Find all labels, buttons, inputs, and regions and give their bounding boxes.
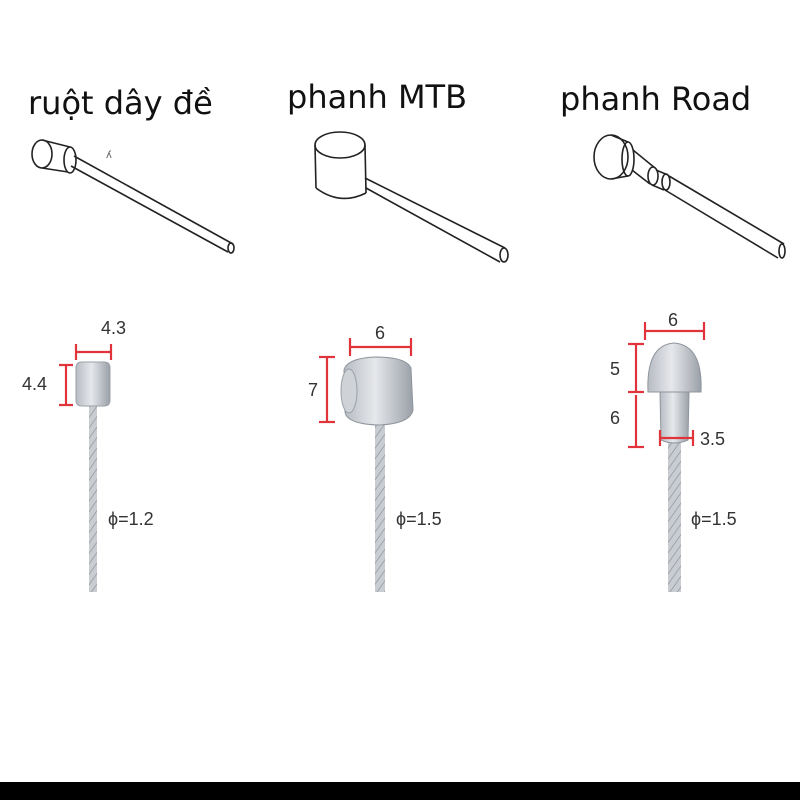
right-top-height-label: 5 xyxy=(610,359,621,379)
photo-shifter-cable xyxy=(75,361,111,592)
right-bottom-height-label: 6 xyxy=(610,408,621,428)
dimension-lines-left xyxy=(59,344,113,407)
middle-width-label: 6 xyxy=(375,323,386,343)
left-height-label: 4.4 xyxy=(22,374,48,394)
right-neck-width-label: 3.5 xyxy=(700,429,726,449)
title-mtb-brake: phanh MTB xyxy=(287,78,468,116)
middle-height-label: 7 xyxy=(308,380,319,400)
dimension-lines-middle xyxy=(319,338,413,424)
title-road-brake: phanh Road xyxy=(560,80,752,118)
right-diameter-label: ϕ=1.5 xyxy=(691,509,737,529)
middle-diameter-label: ϕ=1.5 xyxy=(396,509,442,529)
mtb-barrel-head xyxy=(343,356,414,426)
shifter-head xyxy=(75,361,111,407)
title-shifter-cable: ruột dây đề xyxy=(28,84,213,122)
cable-strand xyxy=(375,420,385,592)
road-neck xyxy=(659,391,690,444)
road-pear-head xyxy=(647,342,702,393)
left-width-label: 4.3 xyxy=(101,318,127,338)
svg-text:ʎ: ʎ xyxy=(106,150,112,161)
right-width-label: 6 xyxy=(668,310,679,330)
sketch-shifter-cable xyxy=(31,139,235,254)
cable-strand xyxy=(89,400,97,592)
bottom-bar xyxy=(0,782,800,800)
left-diameter-label: ϕ=1.2 xyxy=(108,509,154,529)
sketch-road-pear xyxy=(593,134,786,259)
photo-road-cable xyxy=(647,342,702,592)
photo-mtb-cable xyxy=(340,356,414,592)
cable-strand xyxy=(668,440,681,592)
dimension-lines-right xyxy=(628,322,706,449)
sketch-mtb-barrel xyxy=(314,131,509,263)
